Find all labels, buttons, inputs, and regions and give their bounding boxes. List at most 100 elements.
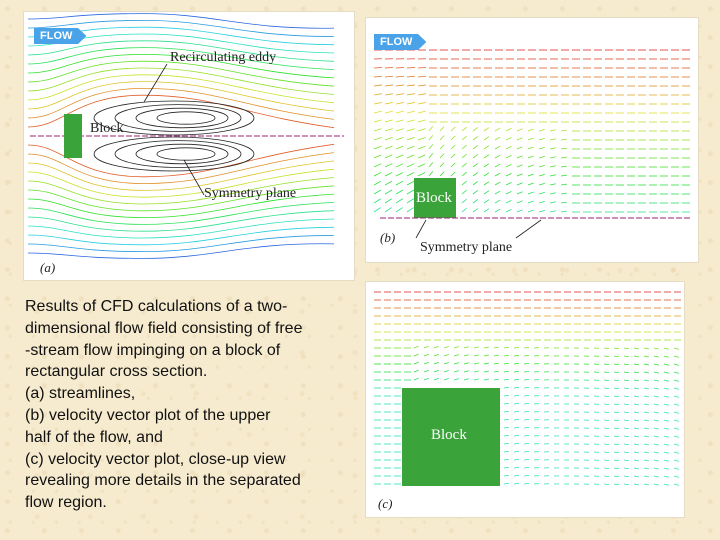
vector-arrow [674,380,679,381]
vector-arrow [374,120,382,122]
vector-arrow [514,411,519,412]
vector-arrow [644,364,649,365]
vector-arrow [484,137,489,140]
vector-arrow [524,355,529,356]
vector-arrow [407,164,414,167]
streamline [28,244,334,259]
vector-arrow [517,165,523,167]
vector-arrow [514,347,519,348]
vector-arrow [517,183,523,185]
vector-arrow [444,362,449,364]
caption-line: Results of CFD calculations of a two- [25,296,355,318]
vector-arrow [624,364,629,365]
vector-arrow [644,404,649,405]
vector-arrow [524,411,529,412]
vector-arrow [418,67,426,68]
symmetry-plane-label: Symmetry plane [420,240,512,256]
vector-arrow [495,146,500,149]
vector-arrow [634,468,639,469]
vector-arrow [634,420,639,421]
vector-arrow [504,379,509,380]
vector-arrow [514,427,519,428]
vector-arrow [539,156,545,158]
vector-arrow [462,154,467,158]
vector-arrow [418,94,426,95]
vector-arrow [654,420,659,421]
vector-arrow [550,193,556,194]
vector-arrow [514,435,519,436]
vector-arrow [396,85,404,86]
vector-arrow [550,175,556,176]
caption-line: (c) velocity vector plot, close-up view [25,449,355,471]
vector-arrow [484,146,489,149]
vector-arrow [514,419,519,420]
vector-arrow [654,452,659,453]
vector-arrow [444,378,449,380]
vector-arrow [451,127,455,131]
vector-arrow [674,444,679,445]
vector-arrow [664,476,669,477]
vector-arrow [414,370,419,372]
vector-arrow [624,356,629,357]
vector-arrow [385,129,393,131]
vector-arrow [396,67,404,68]
block-label: Block [416,190,452,207]
vector-arrow [539,129,545,131]
vector-arrow [429,126,433,131]
vector-arrow [664,348,669,349]
vector-arrow [539,201,545,203]
vector-arrow [644,372,649,373]
vector-arrow [644,348,649,349]
vector-arrow [504,435,509,436]
vector-arrow [396,208,403,212]
vector-arrow [624,484,629,485]
vector-arrow [454,379,459,380]
vector-arrow [654,348,659,349]
vector-arrow [654,372,659,373]
vector-arrow [424,362,429,364]
vector-arrow [504,451,509,452]
vector-arrow [462,145,467,149]
vector-arrow [624,396,629,397]
vector-arrow [506,155,511,158]
vector-arrow [528,156,534,158]
vector-arrow [407,137,415,140]
vector-arrow [396,111,404,113]
vector-arrow [524,363,529,364]
vector-arrow [396,102,404,104]
vector-arrow [504,387,509,388]
vector-arrow [664,380,669,381]
caption-line: flow region. [25,492,355,514]
vector-arrow [644,460,649,461]
vector-arrow [674,420,679,421]
eddy-streamline [94,137,254,171]
vector-arrow [514,363,519,364]
vector-arrow [528,183,534,185]
vector-arrow [462,136,467,140]
vector-arrow [440,145,444,149]
vector-arrow [624,420,629,421]
vector-arrow [550,148,556,149]
vector-arrow [634,348,639,349]
vector-arrow [561,148,567,149]
vector-arrow [444,370,449,372]
vector-arrow [664,452,669,453]
vector-arrow [664,468,669,469]
vector-plot-panel-upper-half: FLOW Block Symmetry plane (b) [366,18,698,262]
vector-arrow [654,404,659,405]
vector-arrow [424,354,429,356]
vector-arrow [484,355,489,356]
vector-arrow [614,396,619,397]
vector-arrow [539,174,545,176]
vector-arrow [514,403,519,404]
vector-arrow [674,364,679,365]
vector-arrow [462,208,467,212]
flow-direction-badge: FLOW [34,28,86,44]
vector-arrow [514,371,519,372]
vector-arrow [654,380,659,381]
vector-arrow [418,85,426,86]
vector-arrow [517,129,523,131]
eddy-streamline [157,112,215,124]
vector-arrow [429,171,433,176]
vector-arrow [396,146,403,149]
